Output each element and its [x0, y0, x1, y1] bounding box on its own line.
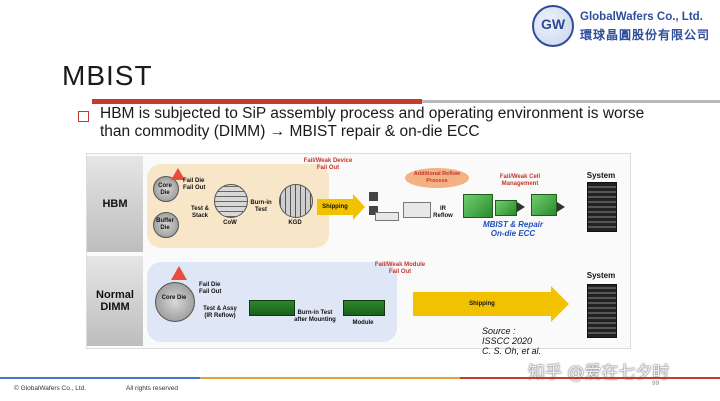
kgd-label: KGD: [288, 220, 302, 226]
company-logo: [532, 5, 574, 47]
package-icon: [369, 192, 378, 201]
row-label-dimm: Normal DIMM: [87, 256, 143, 346]
dimm-core-die-wafer-icon: [155, 282, 195, 322]
test-assy-label: Test & Assy(IR Reflow): [203, 306, 237, 319]
chip-icon: [531, 194, 557, 216]
footer-copyright: © GlobalWafers Co., Ltd.: [14, 385, 87, 392]
watermark-text: 知乎 @爱在七夕时: [528, 363, 670, 383]
title-underline-red: [92, 99, 422, 104]
dimm-module-icon: [343, 300, 385, 316]
dimm-burn-in-label: Burn-in Test after Mounting: [294, 310, 336, 323]
ir-reflow-label: IR Reflow: [433, 206, 453, 219]
kgd-wafer-icon: [279, 184, 313, 218]
hbm-system-label: System: [586, 171, 616, 180]
footer-line-red: [460, 377, 720, 379]
cow-label: CoW: [223, 220, 237, 226]
arrow-icon: [557, 202, 565, 212]
hbm-shipping-arrow: [317, 199, 353, 215]
footer-rights: All rights reserved: [126, 385, 179, 392]
server-rack-icon: [587, 182, 617, 232]
server-rack-icon: [587, 284, 617, 338]
additional-reflow-burst: Additional Reflow Process: [405, 168, 469, 188]
core-die-wafer-icon: [153, 176, 179, 202]
hbm-shipping-arrowhead: [353, 194, 365, 220]
footer-line-blue: [0, 377, 200, 379]
fail-burst-icon: [171, 266, 187, 280]
dimm-shipping-arrow: [413, 292, 551, 316]
title-underline-grey: [422, 100, 720, 103]
core-die-label: Core Die: [158, 183, 172, 196]
hbm-shipping-label: Shipping: [322, 204, 348, 210]
dimm-core-die-label: Core Die: [161, 295, 187, 301]
fail-burst-icon: [171, 168, 185, 180]
arrow-icon: [517, 202, 525, 212]
logo-mark: GW: [541, 16, 566, 32]
package-icon: [369, 206, 378, 215]
chip-icon: [463, 194, 493, 218]
slide-title: MBIST: [62, 60, 153, 91]
sip-board-icon: [403, 202, 431, 218]
buffer-die-label: Buffer Die: [156, 218, 174, 231]
test-stack-label: Test & Stack: [191, 206, 209, 219]
dimm-system-label: System: [586, 271, 616, 280]
dimm-shipping-arrowhead: [551, 286, 569, 322]
footer-line-orange: [200, 377, 460, 379]
cow-wafer-icon: [214, 184, 248, 218]
hbm-burn-in-label: Burn-in Test: [250, 200, 272, 213]
flow-diagram: HBM Normal DIMM Core Die Buffer Die Fail…: [86, 153, 631, 356]
module-label: Module: [352, 320, 374, 326]
dimm-shipping-label: Shipping: [469, 301, 495, 307]
chip-icon: [495, 200, 517, 216]
company-name-zh: 環球晶圓股份有限公司: [580, 28, 711, 42]
buffer-die-wafer-icon: [153, 212, 179, 238]
substrate-icon: [375, 212, 399, 221]
bullet-square-icon: [78, 111, 89, 122]
company-name-en: GlobalWafers Co., Ltd.: [580, 11, 703, 23]
bullet-text: HBM is subjected to SiP assembly process…: [100, 105, 645, 140]
row-label-hbm: HBM: [87, 156, 143, 252]
page-number: 99: [652, 380, 660, 387]
dimm-module-icon: [249, 300, 295, 316]
